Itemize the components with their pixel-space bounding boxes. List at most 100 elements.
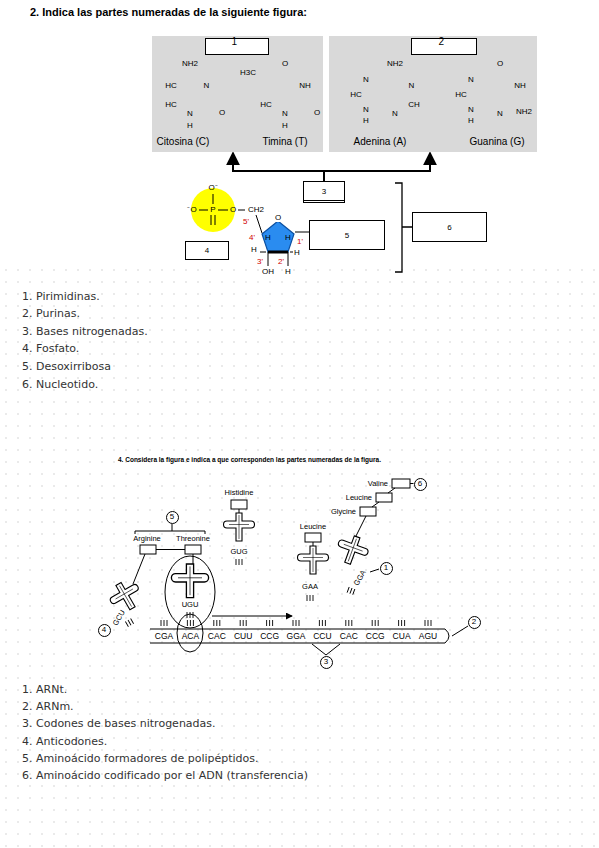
atom-label: ⁻O	[187, 206, 196, 214]
callout-number: 6	[414, 478, 427, 491]
hydrogen-bond-ticks	[307, 595, 313, 601]
tick-stroke	[307, 595, 308, 601]
atom-label: H	[294, 249, 300, 257]
answer-text: 4. Anticodones.	[22, 736, 107, 747]
amino-acid-name: Arginine	[133, 535, 161, 543]
anticodon: GUG	[230, 548, 247, 556]
answer-text: 6. Aminoácido codificado por el ADN (tra…	[22, 770, 308, 781]
connector-arrow	[233, 153, 324, 181]
codon: CUU	[234, 632, 252, 641]
codon: CCU	[313, 632, 331, 641]
atom-label: OH	[262, 268, 274, 276]
hydrogen-bond-ticks	[347, 587, 355, 595]
atom-label: HC	[349, 91, 363, 99]
atom-label: O	[274, 214, 282, 222]
codon: CCG	[260, 632, 279, 641]
atom-label: NH	[513, 82, 527, 90]
hydrogen-bond-ticks	[399, 620, 405, 626]
base-group-panel: Citosina (C)Timina (T)1	[152, 36, 323, 152]
translation-drawing	[105, 576, 146, 616]
translation-drawing	[333, 532, 372, 569]
tick-stroke	[164, 620, 165, 626]
answer-text: 6. Nucleotido.	[22, 379, 98, 390]
nucleotide-drawing	[395, 183, 412, 272]
atom-label: H	[265, 234, 271, 242]
tick-stroke	[378, 620, 379, 626]
hydrogen-bond-ticks	[319, 620, 325, 626]
atom-label: H	[281, 122, 289, 130]
tick-stroke	[187, 612, 188, 618]
answer-text: 2. ARNm.	[22, 701, 74, 712]
callout-number-text: 6	[447, 223, 451, 232]
question-text: 4. Considera la figura e indica a que co…	[118, 457, 381, 464]
atom-label: N	[203, 82, 211, 90]
tick-stroke	[167, 620, 168, 626]
callout-number-text: 4	[102, 626, 106, 634]
tick-stroke	[272, 620, 273, 626]
atom-label: 5'	[243, 218, 249, 226]
tick-stroke	[310, 595, 311, 601]
tick-stroke	[350, 588, 352, 594]
base-name: Adenina (A)	[354, 136, 407, 147]
tick-stroke	[128, 620, 131, 625]
answer-box: 3	[303, 181, 345, 203]
translation-drawing	[177, 614, 203, 652]
tick-stroke	[246, 620, 247, 626]
tick-stroke	[353, 589, 355, 595]
answer-text: 3. Codones de bases nitrogenadas.	[22, 718, 216, 729]
atom-label: P	[210, 206, 215, 214]
translation-drawing	[298, 546, 329, 574]
atom-label: NH2	[386, 60, 404, 68]
answer-box: 4	[185, 241, 229, 260]
tick-stroke	[348, 620, 349, 626]
tick-stroke	[193, 612, 194, 618]
answer-text: 3. Bases nitrogenadas.	[22, 326, 148, 337]
atom-label: HC	[164, 82, 178, 90]
anticodon: UGU	[182, 601, 199, 609]
tick-stroke	[431, 620, 432, 626]
callout-number-text: 2	[438, 36, 444, 47]
atom-label: NH2	[515, 108, 533, 116]
tick-stroke	[243, 620, 244, 626]
hydrogen-bond-ticks	[125, 619, 133, 627]
callout-number-text: 2	[472, 618, 476, 626]
connector-arrow	[324, 153, 430, 181]
atom-label: 1'	[297, 238, 303, 246]
atom-label: O⁻	[208, 184, 217, 192]
tick-stroke	[398, 620, 399, 626]
atom-label: N	[281, 110, 289, 118]
codon: CGA	[155, 632, 173, 641]
atom-label: CH2	[248, 206, 264, 214]
atom-label: HC	[454, 91, 468, 99]
tick-stroke	[322, 620, 323, 626]
atom-label: O	[313, 109, 321, 117]
tick-stroke	[372, 620, 373, 626]
tick-stroke	[296, 620, 297, 626]
hydrogen-bond-ticks	[214, 620, 220, 626]
codon: CAC	[208, 632, 226, 641]
tick-stroke	[161, 620, 162, 626]
tick-stroke	[187, 620, 188, 626]
translation-drawing	[185, 545, 201, 554]
codon: GGA	[287, 632, 306, 641]
tick-stroke	[425, 620, 426, 626]
atom-label: N	[467, 106, 475, 114]
tick-stroke	[239, 559, 240, 565]
answer-box: 6	[412, 212, 487, 242]
tick-stroke	[125, 622, 128, 627]
atom-label: O	[218, 109, 226, 117]
amino-acid-name: Leucine	[300, 523, 326, 531]
tick-stroke	[190, 612, 191, 618]
atom-label: N	[408, 82, 416, 90]
translation-drawing	[224, 513, 255, 541]
answer-text: 2. Purinas.	[22, 308, 80, 319]
hydrogen-bond-ticks	[240, 620, 246, 626]
translation-drawing	[305, 533, 321, 542]
translation-drawing	[165, 556, 215, 628]
tick-stroke	[401, 620, 402, 626]
callout-number-text: 5	[170, 513, 174, 521]
nucleotide-drawing	[260, 232, 309, 266]
atom-label: CH	[407, 101, 421, 109]
tick-stroke	[325, 620, 326, 626]
